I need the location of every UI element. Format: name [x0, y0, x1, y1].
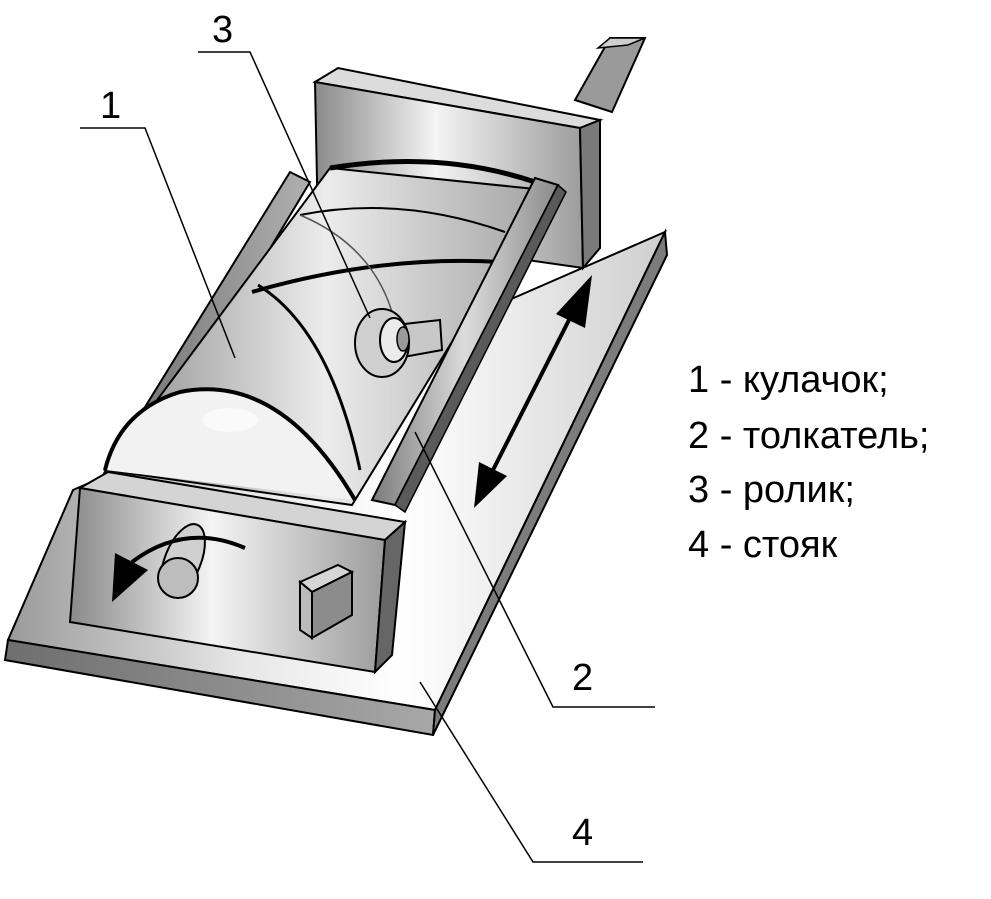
follower-rail [370, 176, 567, 514]
legend-item-stand: 4 - стояк [688, 524, 838, 566]
callout-follower: 2 [572, 657, 593, 699]
leader-lines [80, 51, 655, 863]
callout-stand: 4 [572, 812, 593, 854]
legend-item-roller: 3 - ролик; [688, 469, 855, 511]
legend-item-cam: 1 - кулачок; [688, 359, 889, 401]
roller [354, 308, 444, 378]
legend: 1 - кулачок; 2 - толкатель; 3 - ролик; 4… [688, 359, 930, 566]
legend-item-follower: 2 - толкатель; [688, 415, 930, 457]
callout-cam: 1 [100, 85, 121, 127]
reciprocation-arrow-icon [474, 275, 592, 508]
cam-cylinder [103, 159, 547, 507]
rotation-arrow-icon [112, 535, 246, 602]
front-plate [68, 470, 408, 675]
callout-roller: 3 [212, 9, 233, 51]
